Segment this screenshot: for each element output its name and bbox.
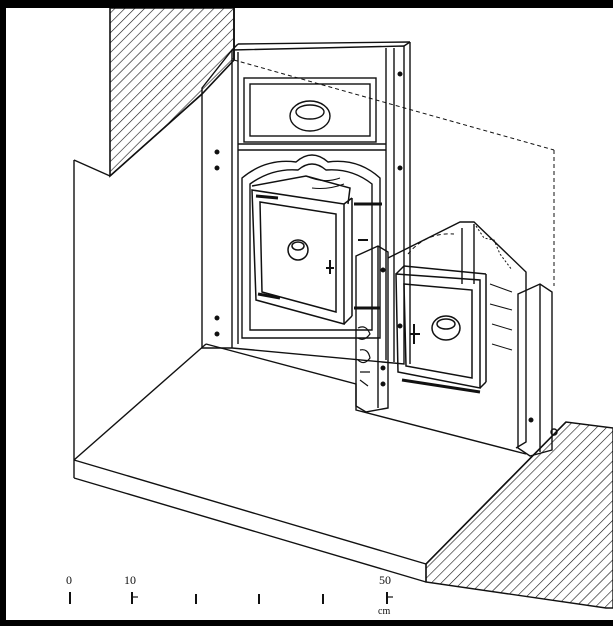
- scale-bar: [69, 592, 393, 604]
- isometric-door-drawing: 0 10 50 cm: [66, 8, 613, 617]
- scale-label-50: 50: [379, 573, 391, 587]
- back-door-upper-panel: [238, 77, 386, 151]
- left-side-wall: [73, 93, 203, 460]
- back-door-lower-panel: [241, 154, 381, 339]
- upper-left-wall-hatched: [109, 8, 235, 178]
- scale-label-0: 0: [66, 573, 72, 587]
- scale-unit: cm: [378, 606, 390, 617]
- front-door-frame: [355, 221, 558, 457]
- front-open-door: [395, 225, 513, 394]
- back-door-frame: [201, 41, 411, 365]
- lower-right-wall-hatched: [425, 421, 613, 609]
- back-open-inner-door: [251, 175, 382, 325]
- scale-label-10: 10: [124, 573, 136, 587]
- projection-lines-dashed: [233, 59, 555, 286]
- technical-drawing: 0 10 50 cm: [6, 8, 613, 620]
